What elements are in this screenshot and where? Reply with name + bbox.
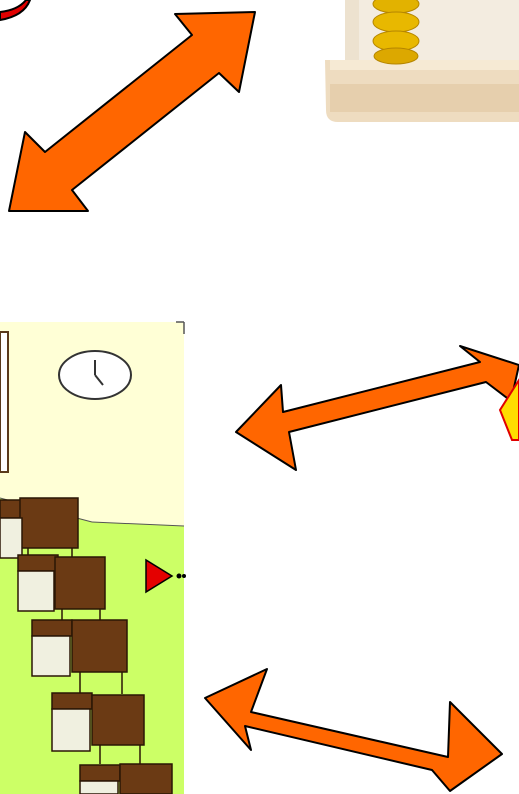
clock-icon	[59, 351, 131, 399]
double-arrow-diagonal	[9, 12, 255, 211]
classroom-image	[0, 322, 186, 794]
partial-red-shape	[0, 0, 30, 20]
abacus-image	[325, 0, 519, 122]
double-arrow-horizontal-upper	[236, 346, 519, 470]
double-arrow-horizontal-lower	[205, 669, 502, 791]
